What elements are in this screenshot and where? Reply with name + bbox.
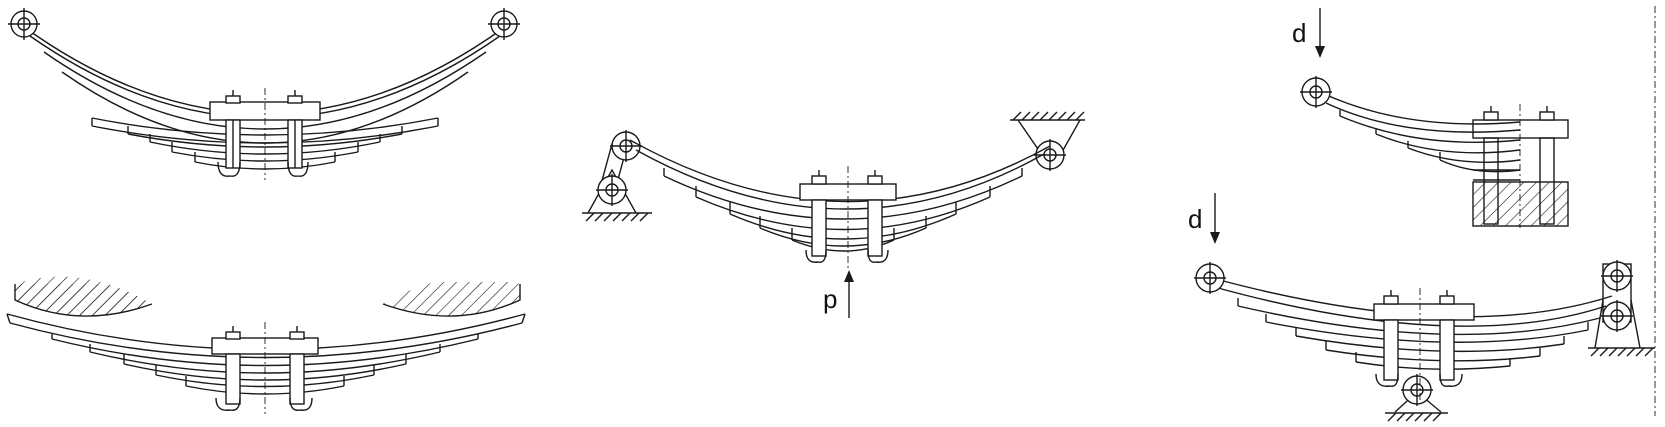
center-pivot-support (1385, 374, 1448, 422)
end-shackle-support (1588, 260, 1655, 357)
leaf-stack (1319, 91, 1521, 181)
spring-eye-left (1194, 262, 1226, 294)
load-arrow-d-bottom (1210, 193, 1220, 244)
leaf-stack (1211, 277, 1613, 370)
fixed-ground-left (582, 168, 652, 222)
center-clamp (209, 90, 321, 177)
load-label-d-top: d (1292, 18, 1306, 48)
load-arrow-d-top (1315, 8, 1325, 58)
load-arrow-p (844, 270, 854, 318)
center-clamp (211, 326, 319, 411)
leaf-stack (629, 139, 1051, 252)
slipper-pad-right (382, 282, 521, 317)
center-clamp (1373, 290, 1475, 387)
figure-cantilever-spring: d (1292, 8, 1569, 228)
spring-eye-left (8, 8, 40, 40)
figure-center-pivot-spring: d (1188, 6, 1656, 422)
figure-eye-end-spring (8, 8, 520, 180)
fixed-block (1472, 119, 1569, 227)
load-label-p: p (823, 284, 837, 314)
clamp-bolts (1483, 106, 1555, 225)
leaf-stack (23, 26, 506, 170)
figure-slipper-end-spring (6, 276, 526, 414)
spring-eye (1300, 76, 1332, 108)
spring-eye-right (488, 8, 520, 40)
figure-shackle-spring: p (582, 111, 1085, 318)
slipper-pad-left (14, 276, 153, 317)
center-clamp (799, 170, 897, 263)
load-label-d-bottom: d (1188, 204, 1202, 234)
shackle-link (596, 130, 642, 206)
fixed-hanger-right (1010, 111, 1085, 171)
